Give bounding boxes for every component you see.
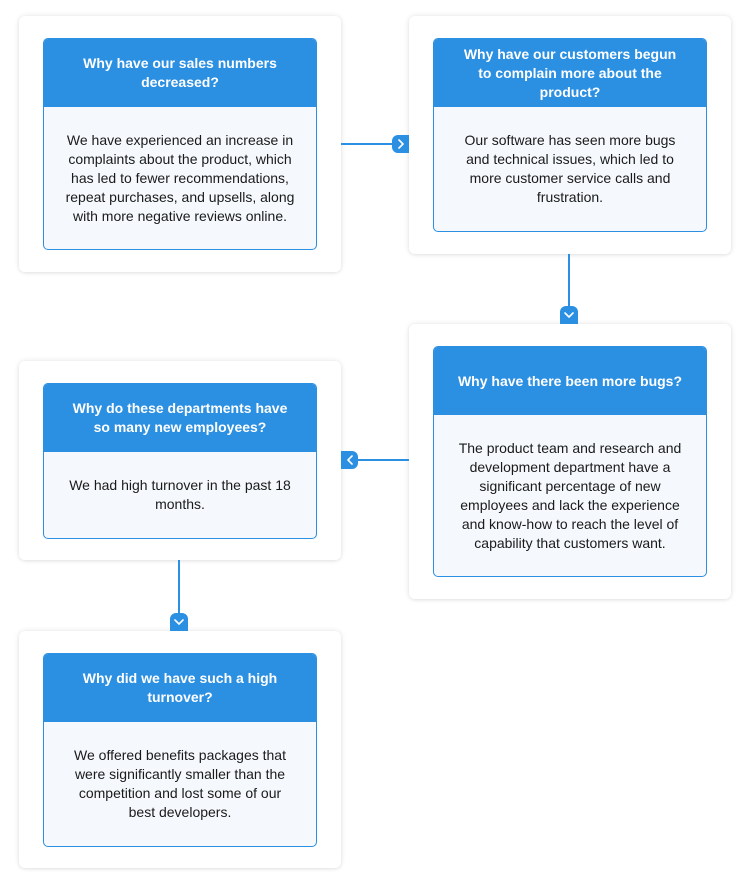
chevron-right-icon — [392, 135, 409, 153]
step-card-2: Why have our customers begun to complain… — [409, 16, 731, 254]
step-box-1: Why have our sales numbers decreased? We… — [43, 38, 317, 250]
step-card-5: Why did we have such a high turnover? We… — [19, 631, 341, 868]
step-box-3: Why have there been more bugs? The produ… — [433, 346, 707, 577]
step-box-2: Why have our customers begun to complain… — [433, 38, 707, 232]
step-card-3: Why have there been more bugs? The produ… — [409, 324, 731, 599]
chevron-down-icon — [170, 613, 188, 631]
step-answer-3: The product team and research and develo… — [458, 439, 682, 551]
step-card-1: Why have our sales numbers decreased? We… — [19, 16, 341, 272]
chevron-down-icon — [560, 306, 578, 324]
step-question-5: Why did we have such a high turnover? — [44, 654, 316, 722]
connector-1-2 — [341, 143, 393, 145]
step-answer-5: We offered benefits packages that were s… — [74, 747, 286, 820]
step-answer-2: Our software has seen more bugs and tech… — [464, 132, 676, 205]
step-box-4: Why do these departments have so many ne… — [43, 383, 317, 539]
step-box-5: Why did we have such a high turnover? We… — [43, 653, 317, 847]
step-question-2: Why have our customers begun to complain… — [434, 39, 706, 107]
step-answer-4: We had high turnover in the past 18 mont… — [69, 477, 291, 512]
step-question-4: Why do these departments have so many ne… — [44, 384, 316, 452]
step-question-3: Why have there been more bugs? — [434, 347, 706, 415]
step-question-1: Why have our sales numbers decreased? — [44, 39, 316, 107]
chevron-left-icon — [341, 451, 358, 469]
step-card-4: Why do these departments have so many ne… — [19, 361, 341, 560]
connector-3-4 — [358, 459, 409, 461]
step-answer-1: We have experienced an increase in compl… — [65, 131, 295, 224]
connector-4-5 — [178, 560, 180, 613]
connector-2-3 — [568, 254, 570, 307]
